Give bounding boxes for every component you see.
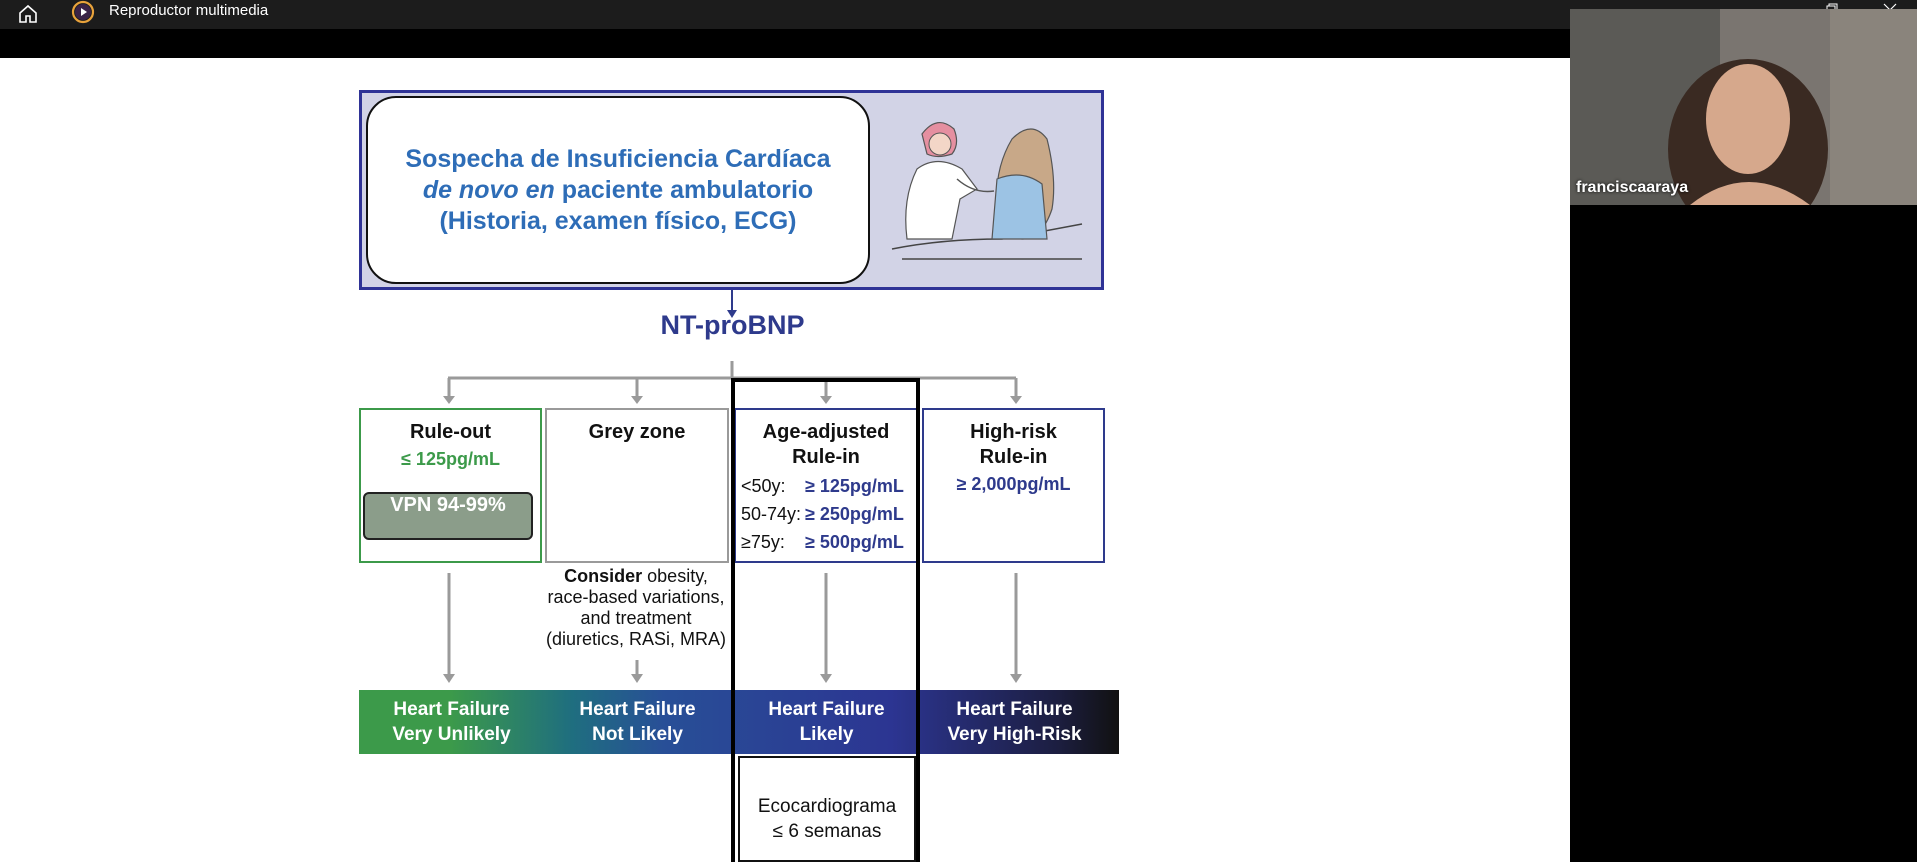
slide-header: Sospecha de Insuficiencia Cardíaca de no… bbox=[359, 90, 1104, 290]
high-risk-title: High-risk Rule-in bbox=[970, 421, 1057, 468]
header-line2: de novo en paciente ambulatorio bbox=[422, 175, 814, 204]
highlight-frame bbox=[731, 378, 920, 862]
age-adjusted-box: Age-adjusted Rule-in <50y:≥ 125pg/mL 50-… bbox=[734, 408, 918, 563]
home-icon[interactable] bbox=[17, 3, 39, 25]
media-player-logo bbox=[71, 0, 95, 24]
rule-out-value: ≤ 125pg/mL bbox=[401, 449, 500, 469]
side-panel bbox=[1570, 205, 1917, 862]
consider-note: Consider obesity, race-based variations,… bbox=[545, 566, 727, 649]
participant-video[interactable]: franciscaaraya bbox=[1570, 9, 1917, 205]
header-text-box: Sospecha de Insuficiencia Cardíaca de no… bbox=[366, 96, 870, 284]
grey-zone-box: Grey zone bbox=[545, 408, 729, 563]
test-label: NT-proBNP bbox=[660, 310, 805, 340]
header-line3: (Historia, examen físico, ECG) bbox=[439, 206, 797, 235]
age-row-50-74: 50-74y:≥ 250pg/mL bbox=[741, 504, 904, 524]
high-risk-value: ≥ 2,000pg/mL bbox=[956, 474, 1071, 494]
doctor-patient-illustration bbox=[891, 122, 1083, 260]
age-adjusted-title: Age-adjusted Rule-in bbox=[762, 421, 890, 468]
flowchart-connectors bbox=[443, 290, 1022, 683]
participant-thumbnail bbox=[1570, 9, 1917, 205]
high-risk-box: High-risk Rule-in ≥ 2,000pg/mL bbox=[922, 408, 1105, 563]
rule-out-title: Rule-out bbox=[409, 421, 492, 443]
rule-out-box: Rule-out ≤ 125pg/mL VPN 94-99% bbox=[359, 408, 542, 563]
grey-zone-title: Grey zone bbox=[588, 421, 686, 443]
echo-box: Ecocardiograma ≤ 6 semanas bbox=[738, 756, 916, 862]
video-frame[interactable]: Sospecha de Insuficiencia Cardíaca de no… bbox=[0, 58, 1570, 862]
player-top-bar bbox=[0, 29, 1570, 58]
header-line1: Sospecha de Insuficiencia Cardíaca bbox=[405, 144, 831, 173]
age-row-under-50: <50y:≥ 125pg/mL bbox=[741, 476, 904, 496]
age-row-75-plus: ≥75y:≥ 500pg/mL bbox=[741, 532, 904, 552]
participant-name: franciscaaraya bbox=[1576, 179, 1689, 196]
header-text: Sospecha de Insuficiencia Cardíaca de no… bbox=[405, 144, 830, 237]
window-title: Reproductor multimedia bbox=[109, 2, 269, 19]
vpn-badge: VPN 94-99% bbox=[363, 492, 533, 540]
